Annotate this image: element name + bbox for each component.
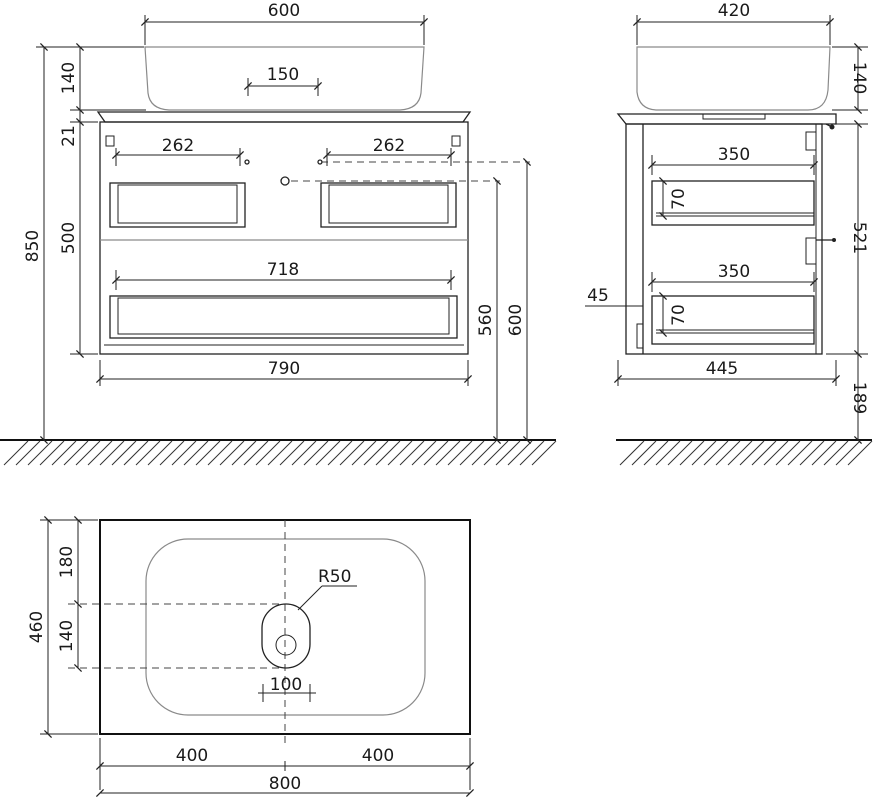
side-cabinet-body xyxy=(625,123,823,355)
dim-hole-right: 262 xyxy=(373,136,405,156)
side-lower-drawer xyxy=(651,295,815,345)
top-view: R50 100 460 180 140 400 400 800 xyxy=(27,515,475,798)
dim-back-offset: 45 xyxy=(587,286,609,306)
dim-hole-left: 262 xyxy=(162,136,194,156)
dim-lower-drawer-height: 70 xyxy=(669,304,689,326)
dim-upper-drawer-depth: 350 xyxy=(718,145,750,165)
front-lower-drawer xyxy=(109,295,458,339)
dim-mount-height: 600 xyxy=(506,304,526,336)
dim-cabinet-width: 790 xyxy=(268,359,300,379)
dim-floor-clearance: 189 xyxy=(849,382,869,414)
dim-total-width: 800 xyxy=(269,774,301,794)
side-view: 420 140 350 70 350 70 45 445 xyxy=(585,1,873,466)
dim-left-half: 400 xyxy=(176,746,208,766)
dim-basin-height: 140 xyxy=(59,62,79,94)
side-basin xyxy=(636,46,831,111)
dim-basin-width: 600 xyxy=(268,1,300,21)
dim-basin-back-offset: 180 xyxy=(57,546,77,578)
front-floor xyxy=(0,439,557,466)
dim-total-depth: 460 xyxy=(27,611,47,643)
dim-side-cabinet-height: 521 xyxy=(849,222,869,254)
dim-side-basin-height: 140 xyxy=(849,62,869,94)
dim-right-half: 400 xyxy=(362,746,394,766)
dim-basin-depth: 420 xyxy=(718,1,750,21)
dim-upper-drawer-height: 70 xyxy=(669,188,689,210)
dim-cabinet-depth: 445 xyxy=(706,359,738,379)
front-basin xyxy=(144,46,425,111)
dim-cabinet-height: 500 xyxy=(59,222,79,254)
front-countertop xyxy=(96,111,472,123)
dim-drain-spacing: 140 xyxy=(57,620,77,652)
front-left-mount-hole xyxy=(244,159,250,165)
dim-drain-height: 560 xyxy=(476,304,496,336)
front-upper-right-drawer xyxy=(320,182,457,228)
dim-drain-width: 100 xyxy=(270,675,302,695)
front-drain-hole xyxy=(280,176,290,186)
dim-countertop-thickness: 21 xyxy=(59,125,79,147)
top-drain-slot xyxy=(261,603,311,669)
dim-bottom-drawer-width: 718 xyxy=(267,260,299,280)
dim-lower-drawer-depth: 350 xyxy=(718,262,750,282)
dim-drain-radius: R50 xyxy=(318,567,351,587)
dim-total-height: 850 xyxy=(23,230,43,262)
side-upper-drawer xyxy=(651,180,815,226)
front-upper-left-drawer xyxy=(109,182,246,228)
front-cabinet-body xyxy=(99,121,469,355)
top-drain-hole xyxy=(275,634,297,656)
front-view: 600 150 262 262 718 790 850 140 xyxy=(0,1,557,466)
dim-drain-offset: 150 xyxy=(267,65,299,85)
